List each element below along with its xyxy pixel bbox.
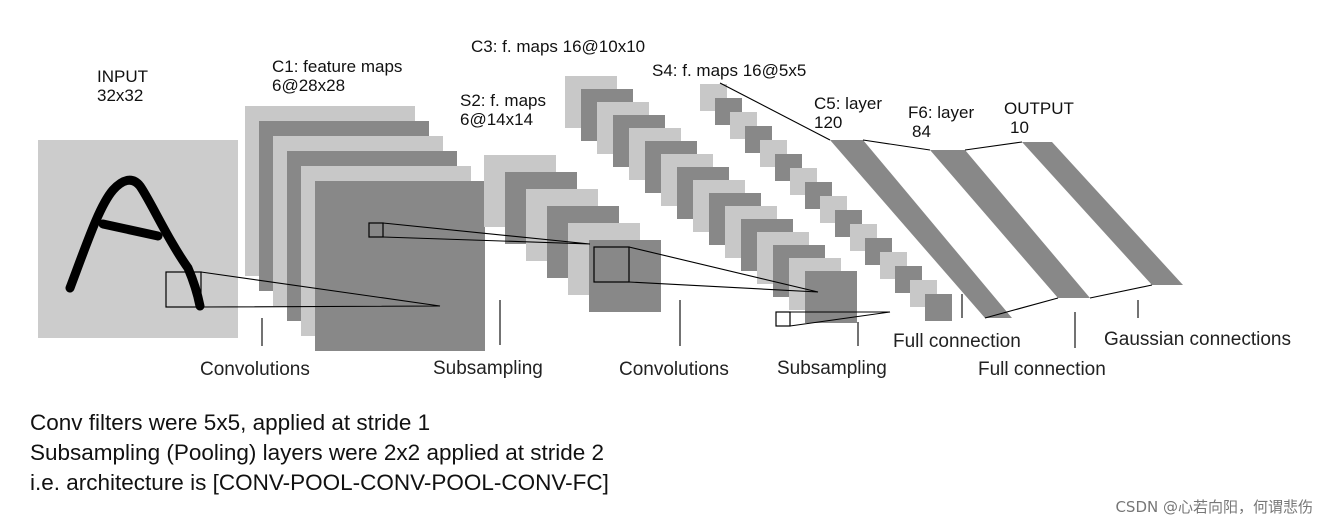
projection-c1-s2 [382,222,591,245]
op-gaussian-connections: Gaussian connections [1104,329,1291,350]
c1-receptive-field [368,222,384,238]
watermark: CSDN @心若向阳，何谓悲伤 [1115,498,1313,516]
c1-feature-map-stack [245,106,485,351]
note-architecture: i.e. architecture is [CONV-POOL-CONV-POO… [30,470,609,495]
c5-size-label: 120 [814,113,842,132]
op-full-connection-2: Full connection [978,359,1106,380]
c3-map-16 [805,271,857,323]
dense-layers [830,139,1183,319]
op-subsampling-1: Subsampling [433,358,543,379]
output-size-label: 10 [1010,118,1029,137]
note-subsampling: Subsampling (Pooling) layers were 2x2 ap… [30,440,605,465]
c1-size-label: 6@28x28 [272,76,345,95]
output-layer-bar [1022,142,1183,285]
s4-feature-map-stack [700,84,952,321]
s2-name-label: S2: f. maps [460,91,546,110]
operation-labels: Convolutions Subsampling Convolutions Su… [200,329,1291,380]
op-convolutions-2: Convolutions [619,359,729,380]
handwritten-a-glyph [65,175,205,311]
s4-name-label: S4: f. maps 16@5x5 [652,61,806,80]
output-name-label: OUTPUT [1004,99,1074,118]
op-full-connection-1: Full connection [893,331,1021,352]
projection-lines [200,82,891,327]
s4-map-16 [925,294,952,321]
input-layer [38,140,238,338]
c1-name-label: C1: feature maps [272,57,402,76]
s2-receptive-field [593,246,630,283]
s2-feature-map-stack [484,155,661,312]
f6-size-label: 84 [912,122,931,141]
c3-name-label: C3: f. maps 16@10x10 [471,37,645,56]
op-convolutions-1: Convolutions [200,359,310,380]
note-conv-filters: Conv filters were 5x5, applied at stride… [30,410,431,435]
input-name-label: INPUT [97,67,148,86]
notes-list: Conv filters were 5x5, applied at stride… [30,408,609,498]
handwritten-a-bar [98,219,163,241]
f6-name-label: F6: layer [908,103,974,122]
s4-receptive-field [775,311,791,327]
f6-layer-bar [930,150,1090,298]
op-subsampling-2: Subsampling [777,358,887,379]
projection-s4-c5 [789,311,891,327]
input-receptive-field [165,271,202,308]
s2-map-6 [589,240,661,312]
input-plane [38,140,238,338]
c5-layer-bar [830,140,1012,318]
operation-leaders [261,294,1139,348]
c3-feature-map-stack [565,76,857,323]
layer-labels: INPUT 32x32 C1: feature maps 6@28x28 S2:… [97,37,1074,141]
input-size-label: 32x32 [97,86,143,105]
projection-s2-c3 [628,246,819,293]
projection-s4-top [719,82,831,141]
c1-map-6 [315,181,485,351]
s2-size-label: 6@14x14 [460,110,533,129]
projection-input-c1 [200,271,441,308]
c5-name-label: C5: layer [814,94,882,113]
